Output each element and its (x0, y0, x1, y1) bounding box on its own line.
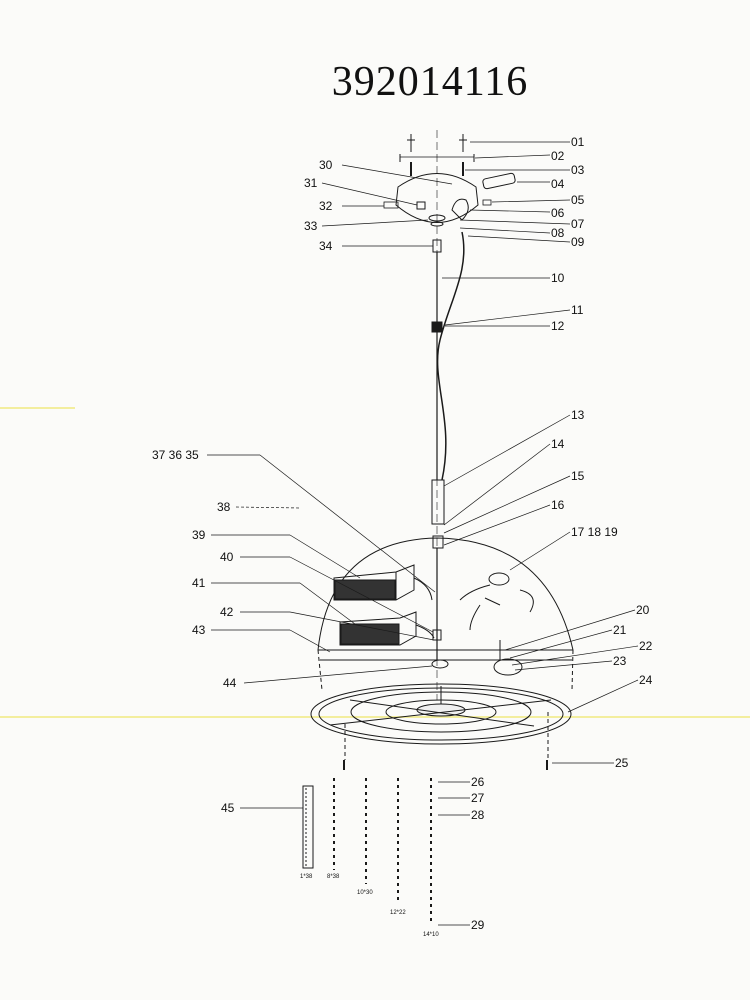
label-45: 45 (221, 801, 235, 815)
label-14: 14 (551, 437, 565, 451)
power-cord (436, 231, 465, 481)
label-38: 38 (217, 500, 231, 514)
label-31: 31 (304, 176, 318, 190)
label-34: 34 (319, 239, 333, 253)
label-39: 39 (192, 528, 206, 542)
center-knob (431, 659, 449, 669)
canopy (395, 173, 479, 223)
highlighter-mark (0, 716, 750, 718)
label-22: 22 (639, 639, 653, 653)
crystal-strands (333, 778, 432, 924)
label-27: 27 (471, 791, 485, 805)
caption-10x30: 10*30 (357, 890, 373, 896)
label-40: 40 (220, 550, 234, 564)
label-04: 04 (551, 177, 565, 191)
led-driver-upper (333, 564, 415, 601)
label-28: 28 (471, 808, 485, 822)
label-15: 15 (571, 469, 585, 483)
label-23: 23 (613, 654, 627, 668)
label-43: 43 (192, 623, 206, 637)
remote-receiver (488, 572, 510, 586)
label-30: 30 (319, 158, 333, 172)
label-07: 07 (571, 217, 585, 231)
caption-1x38: 1*38 (300, 874, 313, 880)
label-29: 29 (471, 918, 485, 932)
terminal-block (493, 658, 523, 676)
cord-grip (482, 172, 516, 190)
crystal-strand-rod (302, 785, 314, 869)
caption-8x38: 8*38 (327, 874, 340, 880)
caption-12x22: 12*22 (390, 910, 406, 916)
label-16: 16 (551, 498, 565, 512)
label-37-36-35: 37 36 35 (152, 448, 199, 462)
caption-14x10: 14*10 (423, 932, 439, 938)
label-44: 44 (223, 676, 237, 690)
label-21: 21 (613, 623, 627, 637)
stem-tube (431, 479, 445, 525)
label-24: 24 (639, 673, 653, 687)
label-17-18-19: 17 18 19 (571, 525, 618, 539)
label-01: 01 (571, 135, 585, 149)
part-labels-right: 01 02 03 04 05 06 07 08 09 10 11 12 13 1… (471, 135, 653, 932)
label-02: 02 (551, 149, 565, 163)
model-number: 392014116 (331, 59, 529, 105)
label-13: 13 (571, 408, 585, 422)
highlighter-mark (0, 407, 75, 409)
label-05: 05 (571, 193, 585, 207)
label-26: 26 (471, 775, 485, 789)
label-41: 41 (192, 576, 206, 590)
label-11: 11 (571, 303, 584, 317)
label-03: 03 (571, 163, 585, 177)
label-06: 06 (551, 206, 565, 220)
label-25: 25 (615, 756, 629, 770)
strand-captions: 1*38 8*38 10*30 12*22 14*10 (300, 874, 439, 938)
label-32: 32 (319, 199, 333, 213)
label-09: 09 (571, 235, 585, 249)
led-driver-lower (339, 611, 417, 646)
label-10: 10 (551, 271, 565, 285)
label-08: 08 (551, 226, 565, 240)
label-42: 42 (220, 605, 234, 619)
part-labels-left: 30 31 32 33 34 37 36 35 38 39 40 41 42 4… (152, 158, 333, 815)
label-33: 33 (304, 219, 318, 233)
screw-01 (407, 134, 467, 152)
label-12: 12 (551, 319, 565, 333)
label-20: 20 (636, 603, 650, 617)
